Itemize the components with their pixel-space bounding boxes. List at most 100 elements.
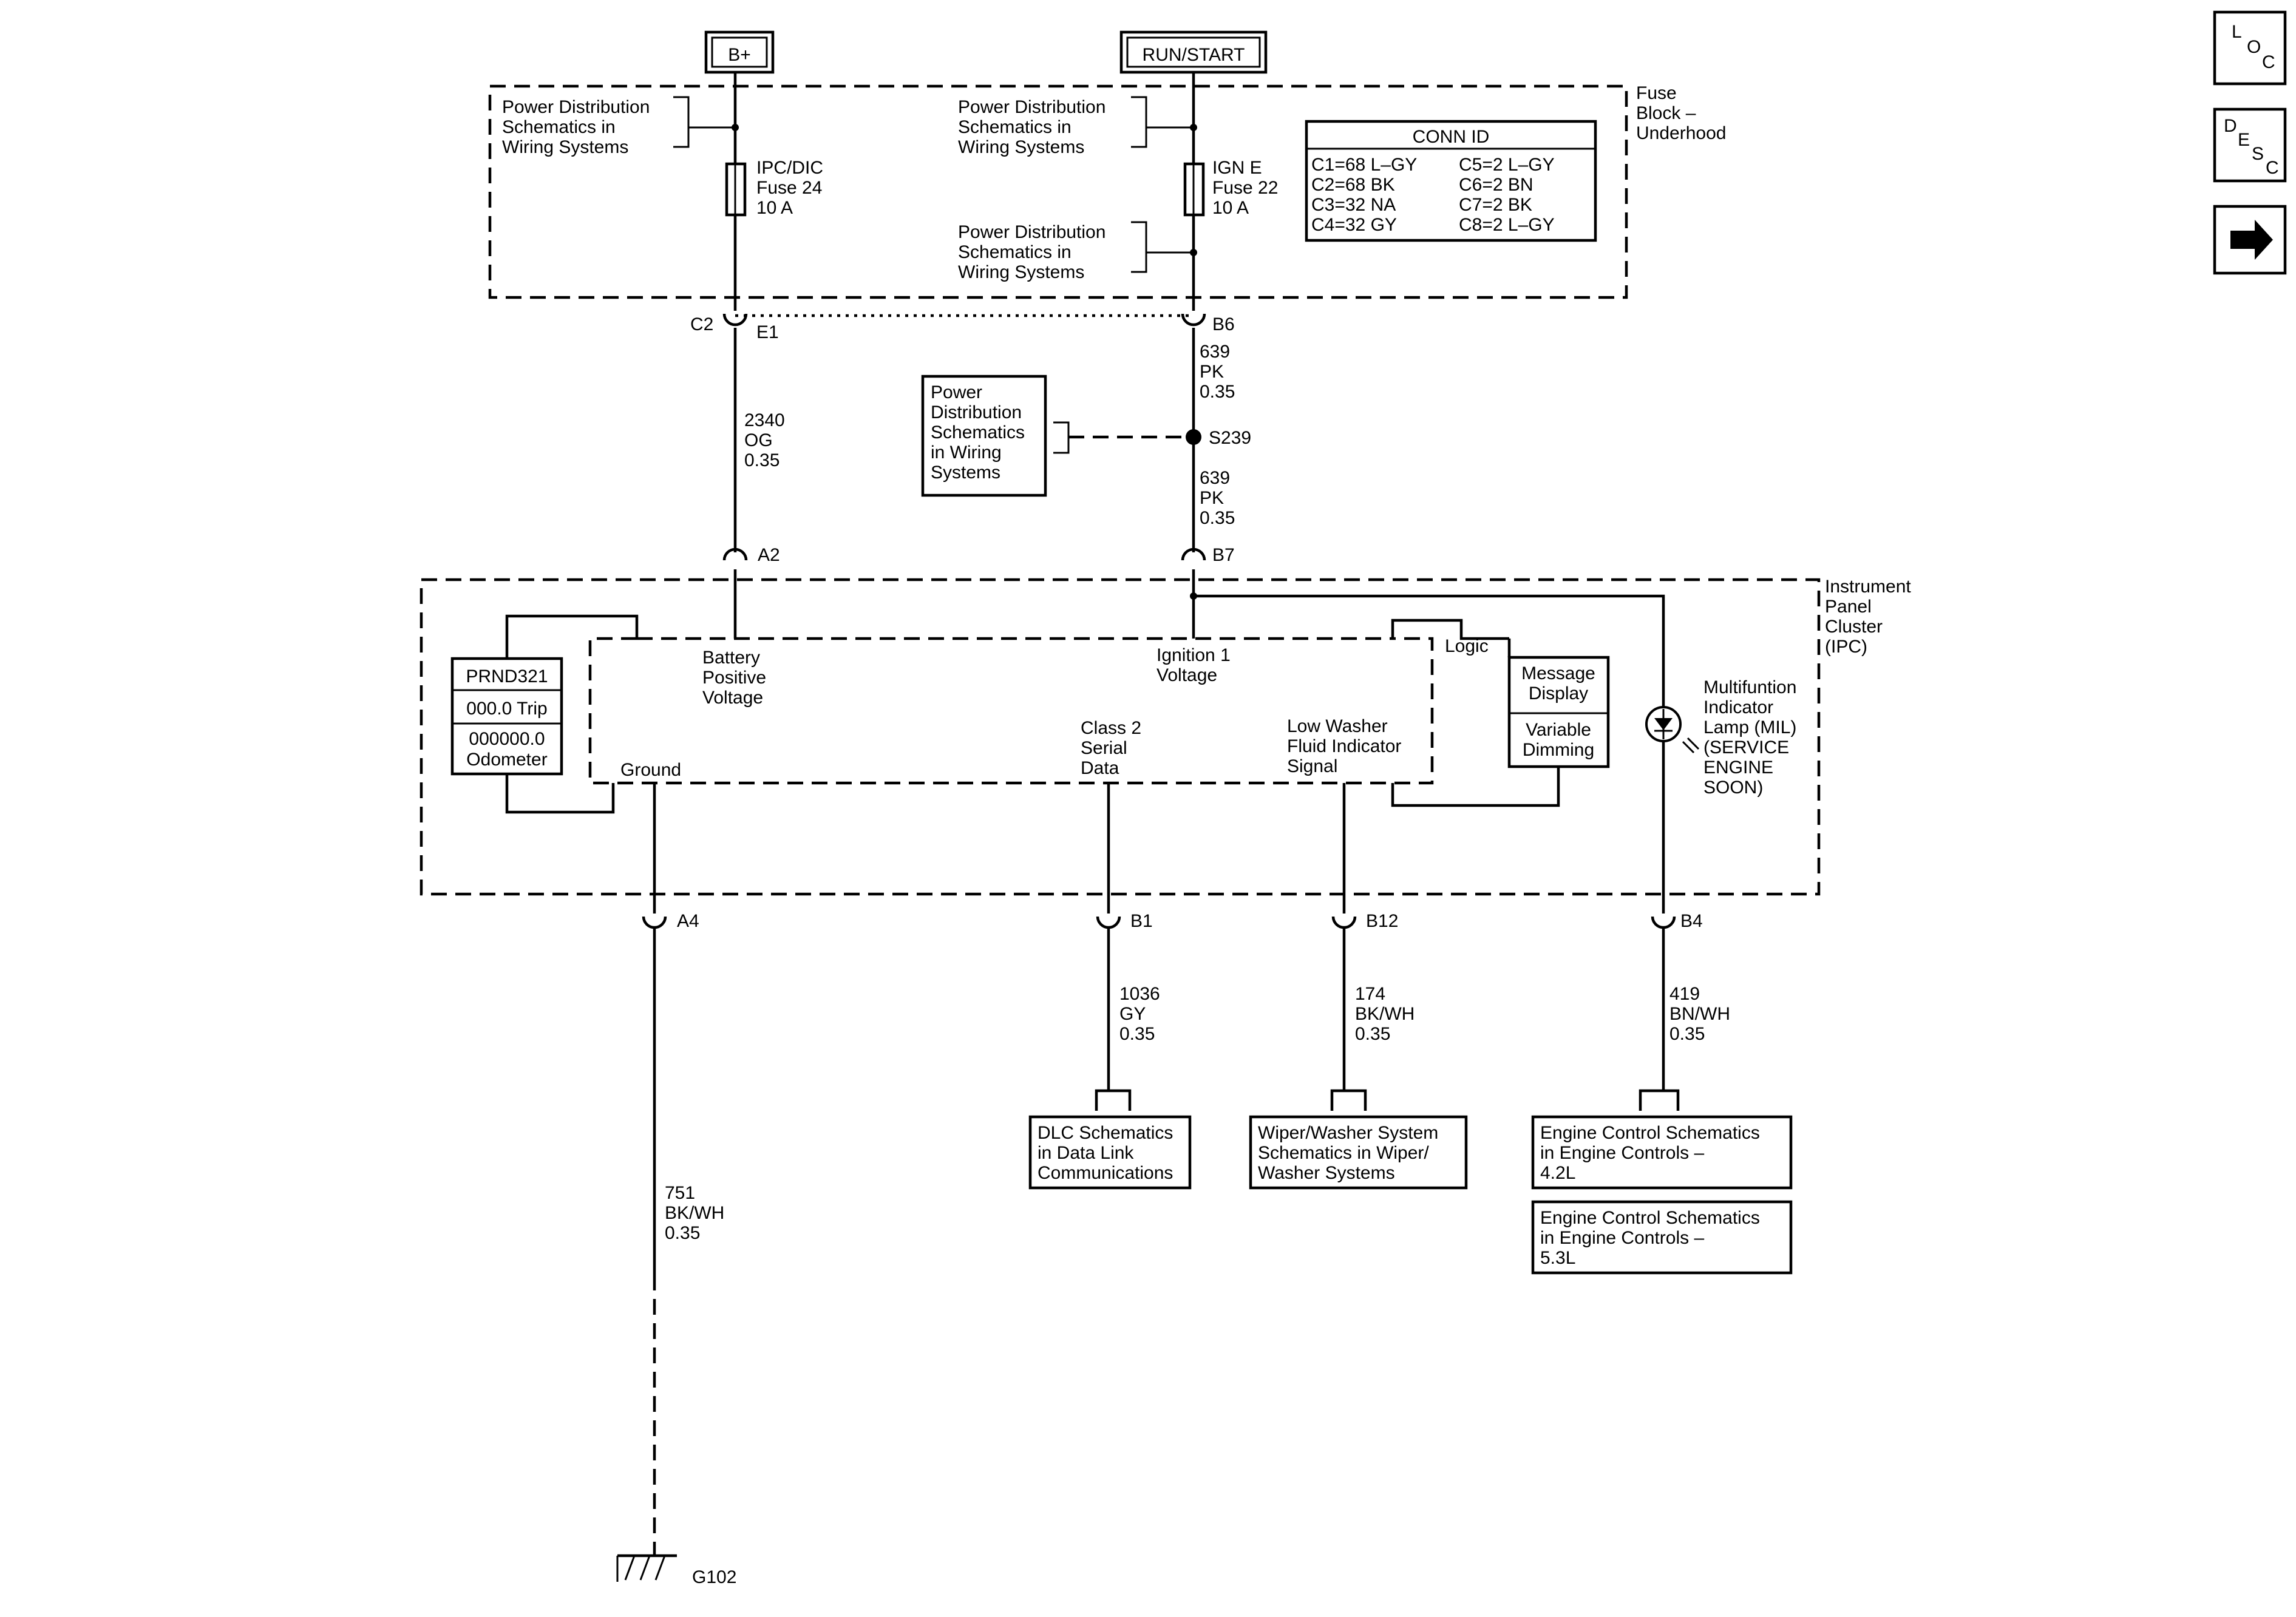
svg-text:BN/WH: BN/WH xyxy=(1669,1004,1730,1024)
svg-text:Schematics: Schematics xyxy=(931,422,1025,442)
mil-lamp-icon xyxy=(1645,706,1700,754)
pd-ref-left-top[interactable]: Power Distribution Schematics in Wiring … xyxy=(502,96,739,157)
prnd-label: PRND321 xyxy=(466,666,548,686)
engine-control-42-link[interactable]: Engine Control Schematics in Engine Cont… xyxy=(1531,1115,1793,1190)
ipc-washer-signal-label: Low Washer Fluid Indicator Signal xyxy=(1287,716,1401,776)
svg-text:Fuse 24: Fuse 24 xyxy=(756,178,822,198)
svg-text:C2=68 BK: C2=68 BK xyxy=(1311,175,1395,195)
fuse-block-outline xyxy=(488,84,1628,299)
ipc-class2-label: Class 2 Serial Data xyxy=(1081,718,1141,778)
svg-text:Wiring Systems: Wiring Systems xyxy=(958,137,1084,157)
svg-text:0.35: 0.35 xyxy=(1200,508,1235,528)
message-display-module: Message Display Variable Dimming xyxy=(1391,619,1610,807)
svg-text:0.35: 0.35 xyxy=(744,450,779,470)
ground-g102-label: G102 xyxy=(692,1567,736,1587)
svg-text:Serial: Serial xyxy=(1081,738,1127,758)
svg-text:639: 639 xyxy=(1200,342,1230,362)
description-button-frame[interactable] xyxy=(2213,107,2287,183)
svg-text:GY: GY xyxy=(1119,1004,1146,1024)
location-button[interactable]: L O C xyxy=(2213,10,2287,86)
svg-text:(IPC): (IPC) xyxy=(1825,637,1867,657)
svg-text:Signal: Signal xyxy=(1287,756,1337,776)
message-display-label-1: Message xyxy=(1521,663,1595,683)
svg-text:Distribution: Distribution xyxy=(931,402,1022,422)
svg-text:PK: PK xyxy=(1200,488,1224,508)
svg-text:Schematics in: Schematics in xyxy=(958,117,1072,137)
svg-text:Positive: Positive xyxy=(702,668,766,688)
engine-control-53-link[interactable]: Engine Control Schematics in Engine Cont… xyxy=(1531,1200,1793,1275)
mil-feed-wire xyxy=(1194,594,1665,914)
svg-text:Indicator: Indicator xyxy=(1703,697,1773,717)
svg-text:(SERVICE: (SERVICE xyxy=(1703,737,1789,758)
svg-text:BK/WH: BK/WH xyxy=(665,1203,724,1223)
svg-text:0.35: 0.35 xyxy=(665,1223,700,1243)
svg-text:Multifuntion: Multifuntion xyxy=(1703,677,1796,697)
fuse-block-label: Fuse Block – Underhood xyxy=(1636,83,1726,143)
wire-2340-label: 2340 OG 0.35 xyxy=(744,410,785,470)
svg-text:C8=2 L–GY: C8=2 L–GY xyxy=(1459,215,1555,235)
svg-text:BK/WH: BK/WH xyxy=(1355,1004,1415,1024)
connector-a4-label: A4 xyxy=(677,911,699,931)
mil-lamp-label: Multifuntion Indicator Lamp (MIL) (SERVI… xyxy=(1703,677,1796,798)
svg-text:Communications: Communications xyxy=(1038,1163,1173,1183)
connector-b6-icon xyxy=(1181,313,1206,327)
svg-text:Voltage: Voltage xyxy=(702,688,763,708)
location-letter-o: O xyxy=(2247,37,2261,57)
connector-b7-label: B7 xyxy=(1212,545,1235,565)
trip-label: 000.0 Trip xyxy=(466,699,547,719)
svg-text:5.3L: 5.3L xyxy=(1540,1248,1575,1268)
svg-text:ENGINE: ENGINE xyxy=(1703,758,1773,778)
svg-text:Class 2: Class 2 xyxy=(1081,718,1141,738)
bplus-label: B+ xyxy=(728,45,751,65)
connector-c2-e1-icon xyxy=(722,313,748,327)
svg-text:Wiper/Washer System: Wiper/Washer System xyxy=(1258,1123,1438,1143)
svg-text:Fuse 22: Fuse 22 xyxy=(1212,178,1278,198)
ipc-ignition-voltage-label: Ignition 1 Voltage xyxy=(1156,645,1231,685)
dlc-schematics-link[interactable]: DLC Schematics in Data Link Communicatio… xyxy=(1028,1115,1192,1190)
svg-text:C3=32 NA: C3=32 NA xyxy=(1311,195,1396,215)
wire-419-label: 419 BN/WH 0.35 xyxy=(1669,984,1730,1044)
wire-639-lower-label: 639 PK 0.35 xyxy=(1200,468,1235,528)
svg-text:0.35: 0.35 xyxy=(1119,1024,1155,1044)
svg-text:C1=68 L–GY: C1=68 L–GY xyxy=(1311,155,1417,175)
splice-s239-icon xyxy=(1186,429,1201,445)
pd-ref-right-bottom[interactable]: Power Distribution Schematics in Wiring … xyxy=(958,221,1197,282)
next-page-button[interactable] xyxy=(2213,205,2287,275)
ground-g102-icon xyxy=(616,1554,677,1582)
svg-text:Power Distribution: Power Distribution xyxy=(958,222,1106,242)
ipc-outline xyxy=(419,578,1821,896)
svg-text:751: 751 xyxy=(665,1183,695,1203)
svg-text:1036: 1036 xyxy=(1119,984,1160,1004)
connector-b6-label: B6 xyxy=(1212,314,1235,334)
svg-text:Cluster: Cluster xyxy=(1825,617,1883,637)
location-button-frame[interactable] xyxy=(2213,10,2287,86)
connector-a4-icon xyxy=(642,916,667,929)
pd-ref-right-top[interactable]: Power Distribution Schematics in Wiring … xyxy=(958,96,1197,157)
wire-1036-label: 1036 GY 0.35 xyxy=(1119,984,1160,1044)
conn-id-title: CONN ID xyxy=(1413,127,1490,147)
fuse-block-label-2: Block – xyxy=(1636,103,1696,123)
svg-text:Systems: Systems xyxy=(931,463,1000,483)
svg-text:Engine Control Schematics: Engine Control Schematics xyxy=(1540,1123,1760,1143)
ipc-logic-outline xyxy=(588,637,1434,785)
svg-text:Lamp (MIL): Lamp (MIL) xyxy=(1703,717,1796,737)
description-button[interactable]: D E S C xyxy=(2213,107,2287,183)
wire-639-upper-label: 639 PK 0.35 xyxy=(1200,342,1235,402)
svg-text:Data: Data xyxy=(1081,758,1119,778)
fuse-22-label: IGN E Fuse 22 10 A xyxy=(1212,158,1278,218)
wiper-washer-schematics-link[interactable]: Wiper/Washer System Schematics in Wiper/… xyxy=(1249,1115,1468,1190)
connector-a2-icon xyxy=(722,547,748,561)
pd-ref-splice-box[interactable]: Power Distribution Schematics in Wiring … xyxy=(921,375,1186,497)
svg-text:IGN E: IGN E xyxy=(1212,158,1262,178)
svg-text:Power Distribution: Power Distribution xyxy=(958,97,1106,117)
svg-text:C7=2 BK: C7=2 BK xyxy=(1459,195,1532,215)
svg-text:Voltage: Voltage xyxy=(1156,665,1217,685)
wire-751-label: 751 BK/WH 0.35 xyxy=(665,1183,724,1243)
svg-text:DLC Schematics: DLC Schematics xyxy=(1038,1123,1173,1143)
svg-text:Fluid Indicator: Fluid Indicator xyxy=(1287,736,1401,756)
connector-c2-label: C2 xyxy=(690,314,713,334)
prnd-display: PRND321 000.0 Trip 000000.0 Odometer xyxy=(450,614,639,814)
connector-b12-label: B12 xyxy=(1366,911,1398,931)
svg-text:2340: 2340 xyxy=(744,410,785,430)
svg-text:Power: Power xyxy=(931,382,982,402)
